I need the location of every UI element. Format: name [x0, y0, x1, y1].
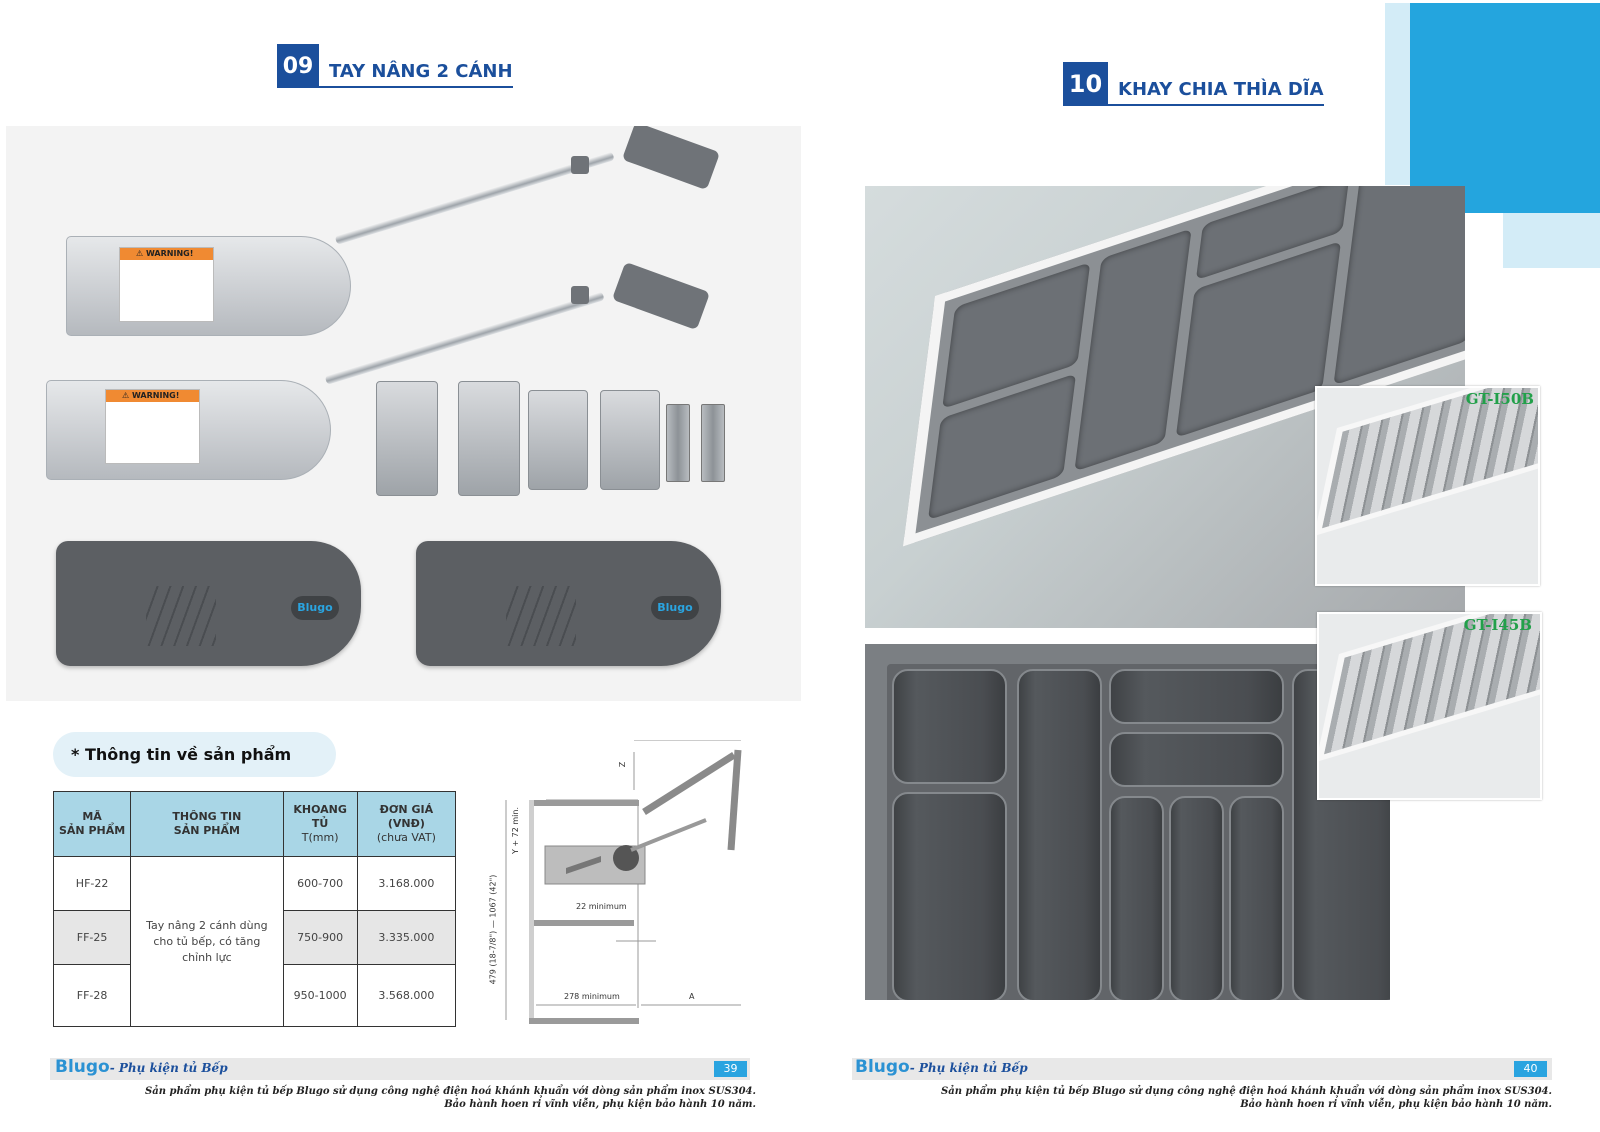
cover-cap: Blugo — [56, 541, 361, 666]
tray-slot — [892, 792, 1007, 1000]
footer-note: Sản phẩm phụ kiện tủ bếp Blugo sử dụng c… — [145, 1086, 756, 1110]
page-number: 39 — [714, 1061, 747, 1077]
product-info-heading: * Thông tin về sản phẩm — [53, 732, 336, 777]
brand-name: Blugo — [55, 1057, 110, 1077]
footer-bar — [50, 1058, 750, 1080]
diagram-drawing — [505, 739, 742, 1024]
cell-cabinet: 950-1000 — [282, 964, 358, 1027]
section-heading-10: 10 KHAY CHIA THÌA DĨA — [1063, 62, 1324, 106]
label-22-minimum: 22 minimum — [576, 902, 627, 911]
cell-price: 3.335.000 — [356, 910, 457, 965]
table-row: FF-28 950-1000 3.568.000 — [52, 964, 457, 1027]
decor-blue-block — [1410, 3, 1600, 213]
tray-slot — [1229, 796, 1284, 1000]
tray-compartment — [1074, 228, 1192, 472]
cell-price: 3.568.000 — [356, 964, 457, 1027]
cell-price: 3.168.000 — [356, 856, 457, 911]
section-number: 09 — [277, 44, 319, 88]
cover-cap: Blugo — [416, 541, 721, 666]
section-title: TAY NÂNG 2 CÁNH — [319, 61, 513, 88]
photo-organizer-gt-i45b: GT-I45B — [1317, 612, 1542, 800]
tray-slot — [1169, 796, 1224, 1000]
arm-bracket — [611, 261, 711, 331]
stainless-organizer — [1319, 614, 1540, 763]
lift-mechanism-unit: ⚠ WARNING! — [46, 380, 331, 480]
label-y-offset: Y + 72 min. — [511, 806, 521, 855]
cover-logo: Blugo — [291, 596, 339, 620]
stainless-organizer — [1317, 388, 1538, 537]
photo-cutlery-tray-top — [865, 644, 1390, 1000]
product-photo-lift-system: ⚠ WARNING! ⚠ WARNING! Blugo Blugo — [6, 126, 801, 701]
warning-label: ⚠ WARNING! — [105, 389, 200, 464]
brand-tagline: - Phụ kiện tủ Bếp — [909, 1061, 1028, 1075]
footer-brand: Blugo - Phụ kiện tủ Bếp — [855, 1057, 1028, 1077]
table-header-row: MÃ SẢN PHẨM THÔNG TIN SẢN PHẨM KHOANG TỦ… — [52, 791, 457, 857]
installation-diagram: Z Y + 72 min. 479 (18-7/8") — 1067 (42")… — [488, 739, 766, 1025]
section-heading-09: 09 TAY NÂNG 2 CÁNH — [277, 44, 513, 88]
label-a: A — [689, 992, 695, 1001]
model-label: GT-I50B — [1465, 390, 1534, 408]
tray-slot — [892, 669, 1007, 784]
arm-clip — [571, 286, 589, 304]
tray-compartment — [1333, 186, 1465, 386]
hinge — [376, 381, 438, 496]
cover-logo: Blugo — [651, 596, 699, 620]
model-label: GT-I45B — [1463, 616, 1532, 634]
lift-mechanism-unit: ⚠ WARNING! — [66, 236, 351, 336]
cover-grooves — [146, 586, 216, 646]
label-278-minimum: 278 minimum — [564, 992, 620, 1001]
cell-cabinet: 750-900 — [282, 910, 358, 965]
footer-bar — [852, 1058, 1552, 1080]
connector-plate — [666, 404, 690, 482]
section-title: KHAY CHIA THÌA DĨA — [1108, 79, 1324, 106]
header-product-info: THÔNG TIN SẢN PHẨM — [130, 791, 284, 857]
arm-bracket — [621, 126, 721, 191]
footer-brand: Blugo - Phụ kiện tủ Bếp — [55, 1057, 228, 1077]
connector-plate — [701, 404, 725, 482]
decor-light-block — [1503, 213, 1600, 268]
table-row: HF-22 Tay nâng 2 cánh dùng cho tủ bếp, c… — [52, 856, 457, 1027]
tray-slot — [1109, 796, 1164, 1000]
hinge — [458, 381, 520, 496]
warning-icon: ⚠ — [122, 391, 130, 400]
arm-clip — [571, 156, 589, 174]
cell-code: HF-22 — [52, 856, 132, 911]
mounting-plate — [600, 390, 660, 490]
page-number: 40 — [1514, 1061, 1547, 1077]
cell-code: FF-28 — [52, 964, 132, 1027]
warning-icon: ⚠ — [136, 249, 144, 258]
section-number: 10 — [1063, 62, 1108, 106]
header-cabinet-size: KHOANG TỦ T(mm) — [282, 791, 358, 857]
lift-arm-rod — [324, 291, 605, 385]
brand-tagline: - Phụ kiện tủ Bếp — [109, 1061, 228, 1075]
mounting-plate — [528, 390, 588, 490]
warning-label: ⚠ WARNING! — [119, 247, 214, 322]
brand-name: Blugo — [855, 1057, 910, 1077]
cell-code: FF-25 — [52, 910, 132, 965]
tray-slot — [1017, 669, 1102, 1000]
product-spec-table: MÃ SẢN PHẨM THÔNG TIN SẢN PHẨM KHOANG TỦ… — [52, 791, 457, 1027]
label-height-range: 479 (18-7/8") — 1067 (42") — [488, 874, 498, 985]
header-unit-price: ĐƠN GIÁ (VNĐ) (chưa VAT) — [356, 791, 457, 857]
footer-note: Sản phẩm phụ kiện tủ bếp Blugo sử dụng c… — [941, 1086, 1552, 1110]
header-product-code: MÃ SẢN PHẨM — [52, 791, 132, 857]
cell-description: Tay nâng 2 cánh dùng cho tủ bếp, có tăng… — [130, 856, 284, 1027]
tray-slot — [1109, 732, 1284, 787]
cover-grooves — [506, 586, 576, 646]
label-z: Z — [618, 761, 628, 768]
cell-cabinet: 600-700 — [282, 856, 358, 911]
tray-body — [887, 664, 1390, 1000]
photo-organizer-gt-i50b: GT-I50B — [1315, 386, 1540, 586]
tray-slot — [1109, 669, 1284, 724]
